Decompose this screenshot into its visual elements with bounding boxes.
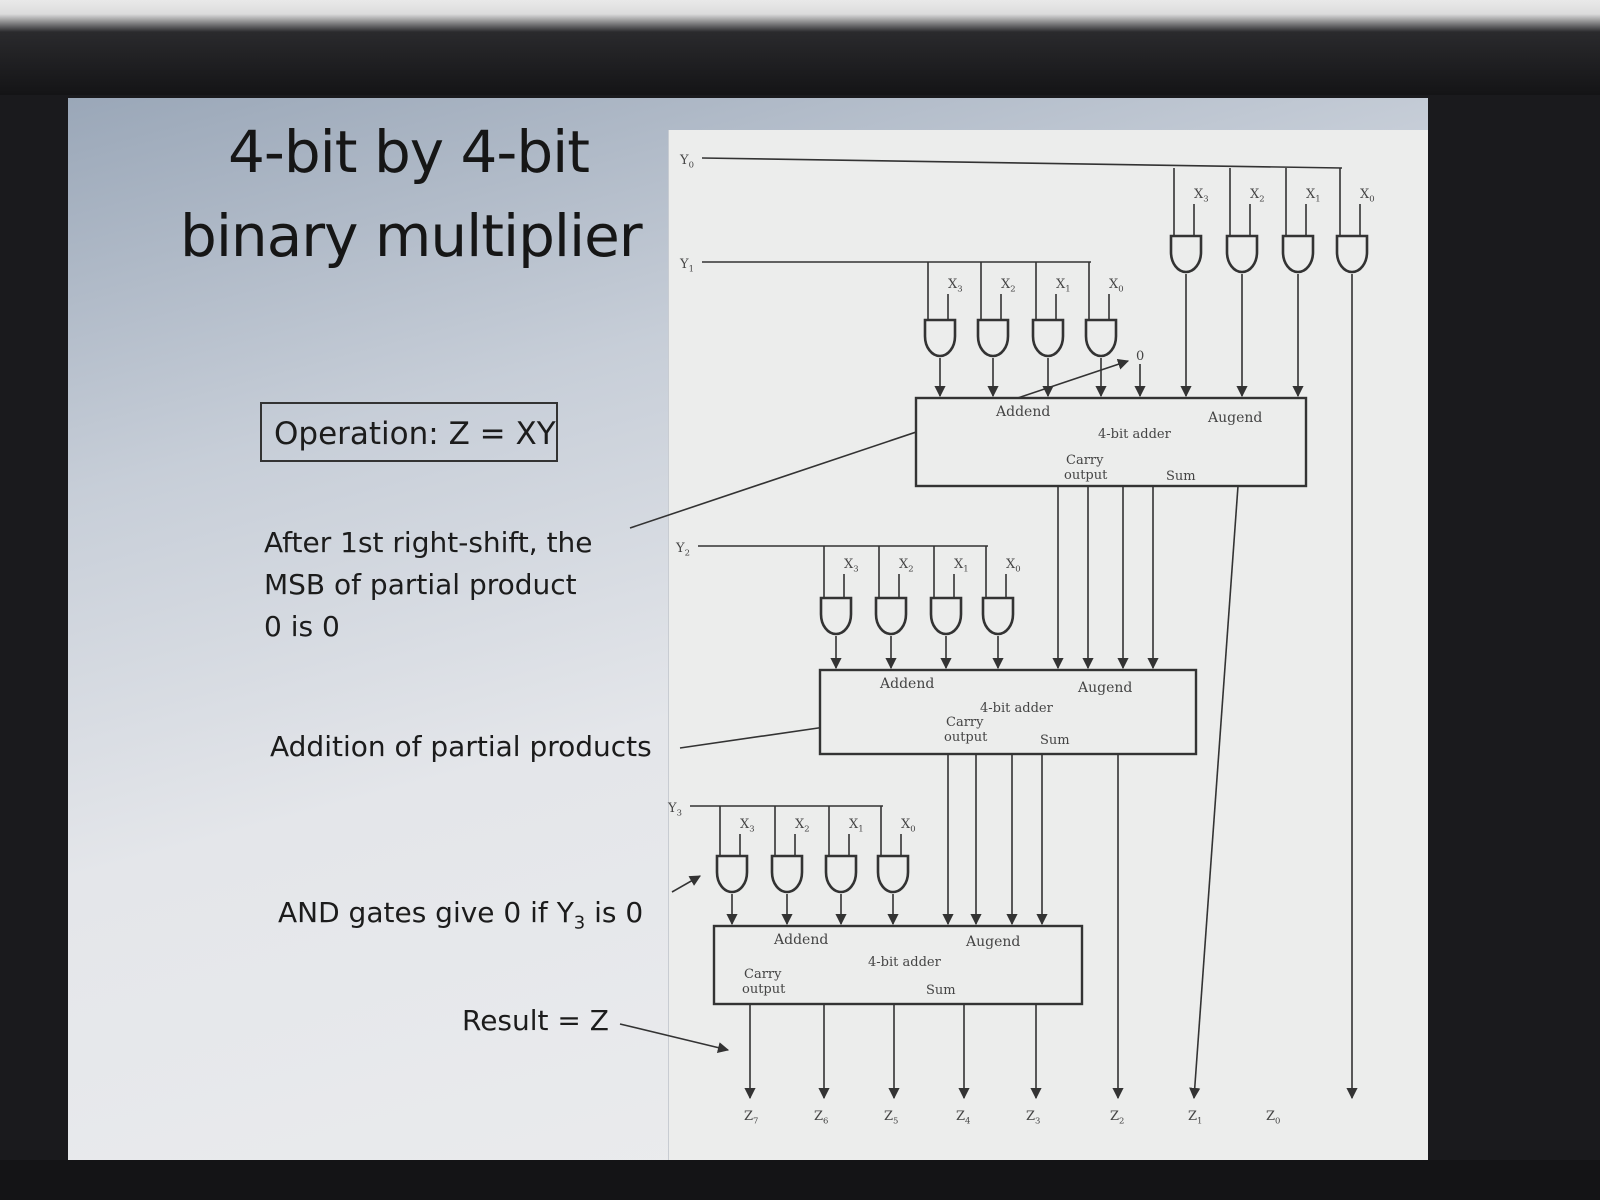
- adder-addend-label-0: Addend: [995, 404, 1050, 420]
- zero-input-label: 0: [1136, 349, 1144, 364]
- output-label-z3: Z3: [1026, 1109, 1040, 1126]
- monitor-bezel-bottom: [0, 1160, 1600, 1200]
- output-label-z4: Z4: [956, 1109, 970, 1126]
- and-gate-3-2: [824, 854, 858, 894]
- x-input-label-2-1: X2: [899, 557, 914, 574]
- note-result: Result = Z: [462, 1004, 609, 1037]
- callout-and-arrow: [671, 875, 701, 893]
- output-label-z1: Z1: [1188, 1109, 1202, 1126]
- x-input-label-0-2: X1: [1306, 187, 1321, 204]
- and-gate-2-2: [929, 596, 963, 636]
- x-input-label-1-1: X2: [1001, 277, 1016, 294]
- output-label-z6: Z6: [814, 1109, 828, 1126]
- adder-sum-label-1: Sum: [1040, 733, 1070, 748]
- note-and-gates: AND gates give 0 if Y3 is 0: [278, 892, 643, 945]
- y-input-label-2: Y2: [675, 541, 690, 558]
- note-shift: After 1st right-shift, the MSB of partia…: [264, 522, 593, 648]
- x-input-label-3-1: X2: [795, 817, 810, 834]
- adder-title-1: 4-bit adder: [980, 701, 1054, 716]
- x-input-label-0-1: X2: [1250, 187, 1265, 204]
- adder-title-0: 4-bit adder: [1098, 427, 1172, 442]
- adder-carry-label-0: Carry: [1066, 453, 1104, 468]
- and-gate-1-1: [976, 318, 1010, 358]
- callout-result-arrow: [619, 1023, 730, 1054]
- x-input-label-1-2: X1: [1056, 277, 1071, 294]
- adder-addend-label-1: Addend: [879, 676, 934, 692]
- and-gate-0-2: [1281, 234, 1315, 274]
- adder-output-label-1: output: [944, 730, 988, 745]
- and-gate-3-3: [876, 854, 910, 894]
- y-input-label-0: Y0: [679, 153, 694, 170]
- adder-addend-label-2: Addend: [773, 932, 828, 948]
- adder-output-label-2: output: [742, 982, 786, 997]
- slide-title-line-1: 4-bit by 4-bit: [228, 118, 590, 186]
- and-gate-1-2: [1031, 318, 1065, 358]
- adder-carry-label-2: Carry: [744, 967, 782, 982]
- adder-augend-label-0: Augend: [1207, 410, 1262, 426]
- note-and-suffix: is 0: [585, 896, 644, 929]
- adder-augend-label-1: Augend: [1077, 680, 1132, 696]
- output-label-z7: Z7: [744, 1109, 758, 1126]
- note-and-subscript: 3: [573, 912, 586, 934]
- x-input-label-1-0: X3: [948, 277, 963, 294]
- monitor-bezel-top: [0, 0, 1600, 95]
- x-input-label-2-0: X3: [844, 557, 859, 574]
- callout-shift-arrow: [629, 358, 1130, 529]
- y-line-0: [701, 157, 1343, 169]
- y-input-label-1: Y1: [679, 257, 694, 274]
- and-gate-1-3: [1084, 318, 1118, 358]
- and-gate-0-1: [1225, 234, 1259, 274]
- and-gate-2-1: [874, 596, 908, 636]
- callout-addition-arrow: [679, 721, 834, 749]
- operation-box: Operation: Z = XY: [260, 402, 558, 462]
- adder-box-2: [712, 924, 1084, 1006]
- x-input-label-1-3: X0: [1109, 277, 1124, 294]
- note-and-prefix: AND gates give 0 if Y: [278, 896, 574, 929]
- x-input-label-3-0: X3: [740, 817, 755, 834]
- x-input-label-3-2: X1: [849, 817, 864, 834]
- and-gate-3-0: [715, 854, 749, 894]
- and-gate-0-0: [1169, 234, 1203, 274]
- note-shift-line-2: MSB of partial product: [264, 568, 577, 601]
- and-gate-3-1: [770, 854, 804, 894]
- output-label-z0: Z0: [1266, 1109, 1280, 1126]
- slide: 4-bit by 4-bit binary multiplier Operati…: [68, 98, 1428, 1160]
- adder-title-2: 4-bit adder: [868, 955, 942, 970]
- adder-augend-label-2: Augend: [965, 934, 1020, 950]
- y-input-label-3: Y3: [667, 801, 682, 818]
- x-input-label-0-3: X0: [1360, 187, 1375, 204]
- adder-sum-label-0: Sum: [1166, 469, 1196, 484]
- x-input-label-2-3: X0: [1006, 557, 1021, 574]
- adder-output-label-0: output: [1064, 468, 1108, 483]
- note-shift-line-3: 0 is 0: [264, 610, 340, 643]
- x-input-label-3-3: X0: [901, 817, 916, 834]
- x-input-label-2-2: X1: [954, 557, 969, 574]
- adder-carry-label-1: Carry: [946, 715, 984, 730]
- and-gate-2-3: [981, 596, 1015, 636]
- adder-sum-label-2: Sum: [926, 983, 956, 998]
- output-label-z5: Z5: [884, 1109, 898, 1126]
- and-gate-0-3: [1335, 234, 1369, 274]
- z1-wire: [1189, 485, 1239, 1100]
- and-gate-1-0: [923, 318, 957, 358]
- note-shift-line-1: After 1st right-shift, the: [264, 526, 593, 559]
- and-gate-2-0: [819, 596, 853, 636]
- adder-box-0: [914, 396, 1308, 488]
- slide-title-line-2: binary multiplier: [180, 202, 643, 270]
- x-input-label-0-0: X3: [1194, 187, 1209, 204]
- output-label-z2: Z2: [1110, 1109, 1124, 1126]
- adder-box-1: [818, 668, 1198, 756]
- note-addition: Addition of partial products: [270, 730, 652, 763]
